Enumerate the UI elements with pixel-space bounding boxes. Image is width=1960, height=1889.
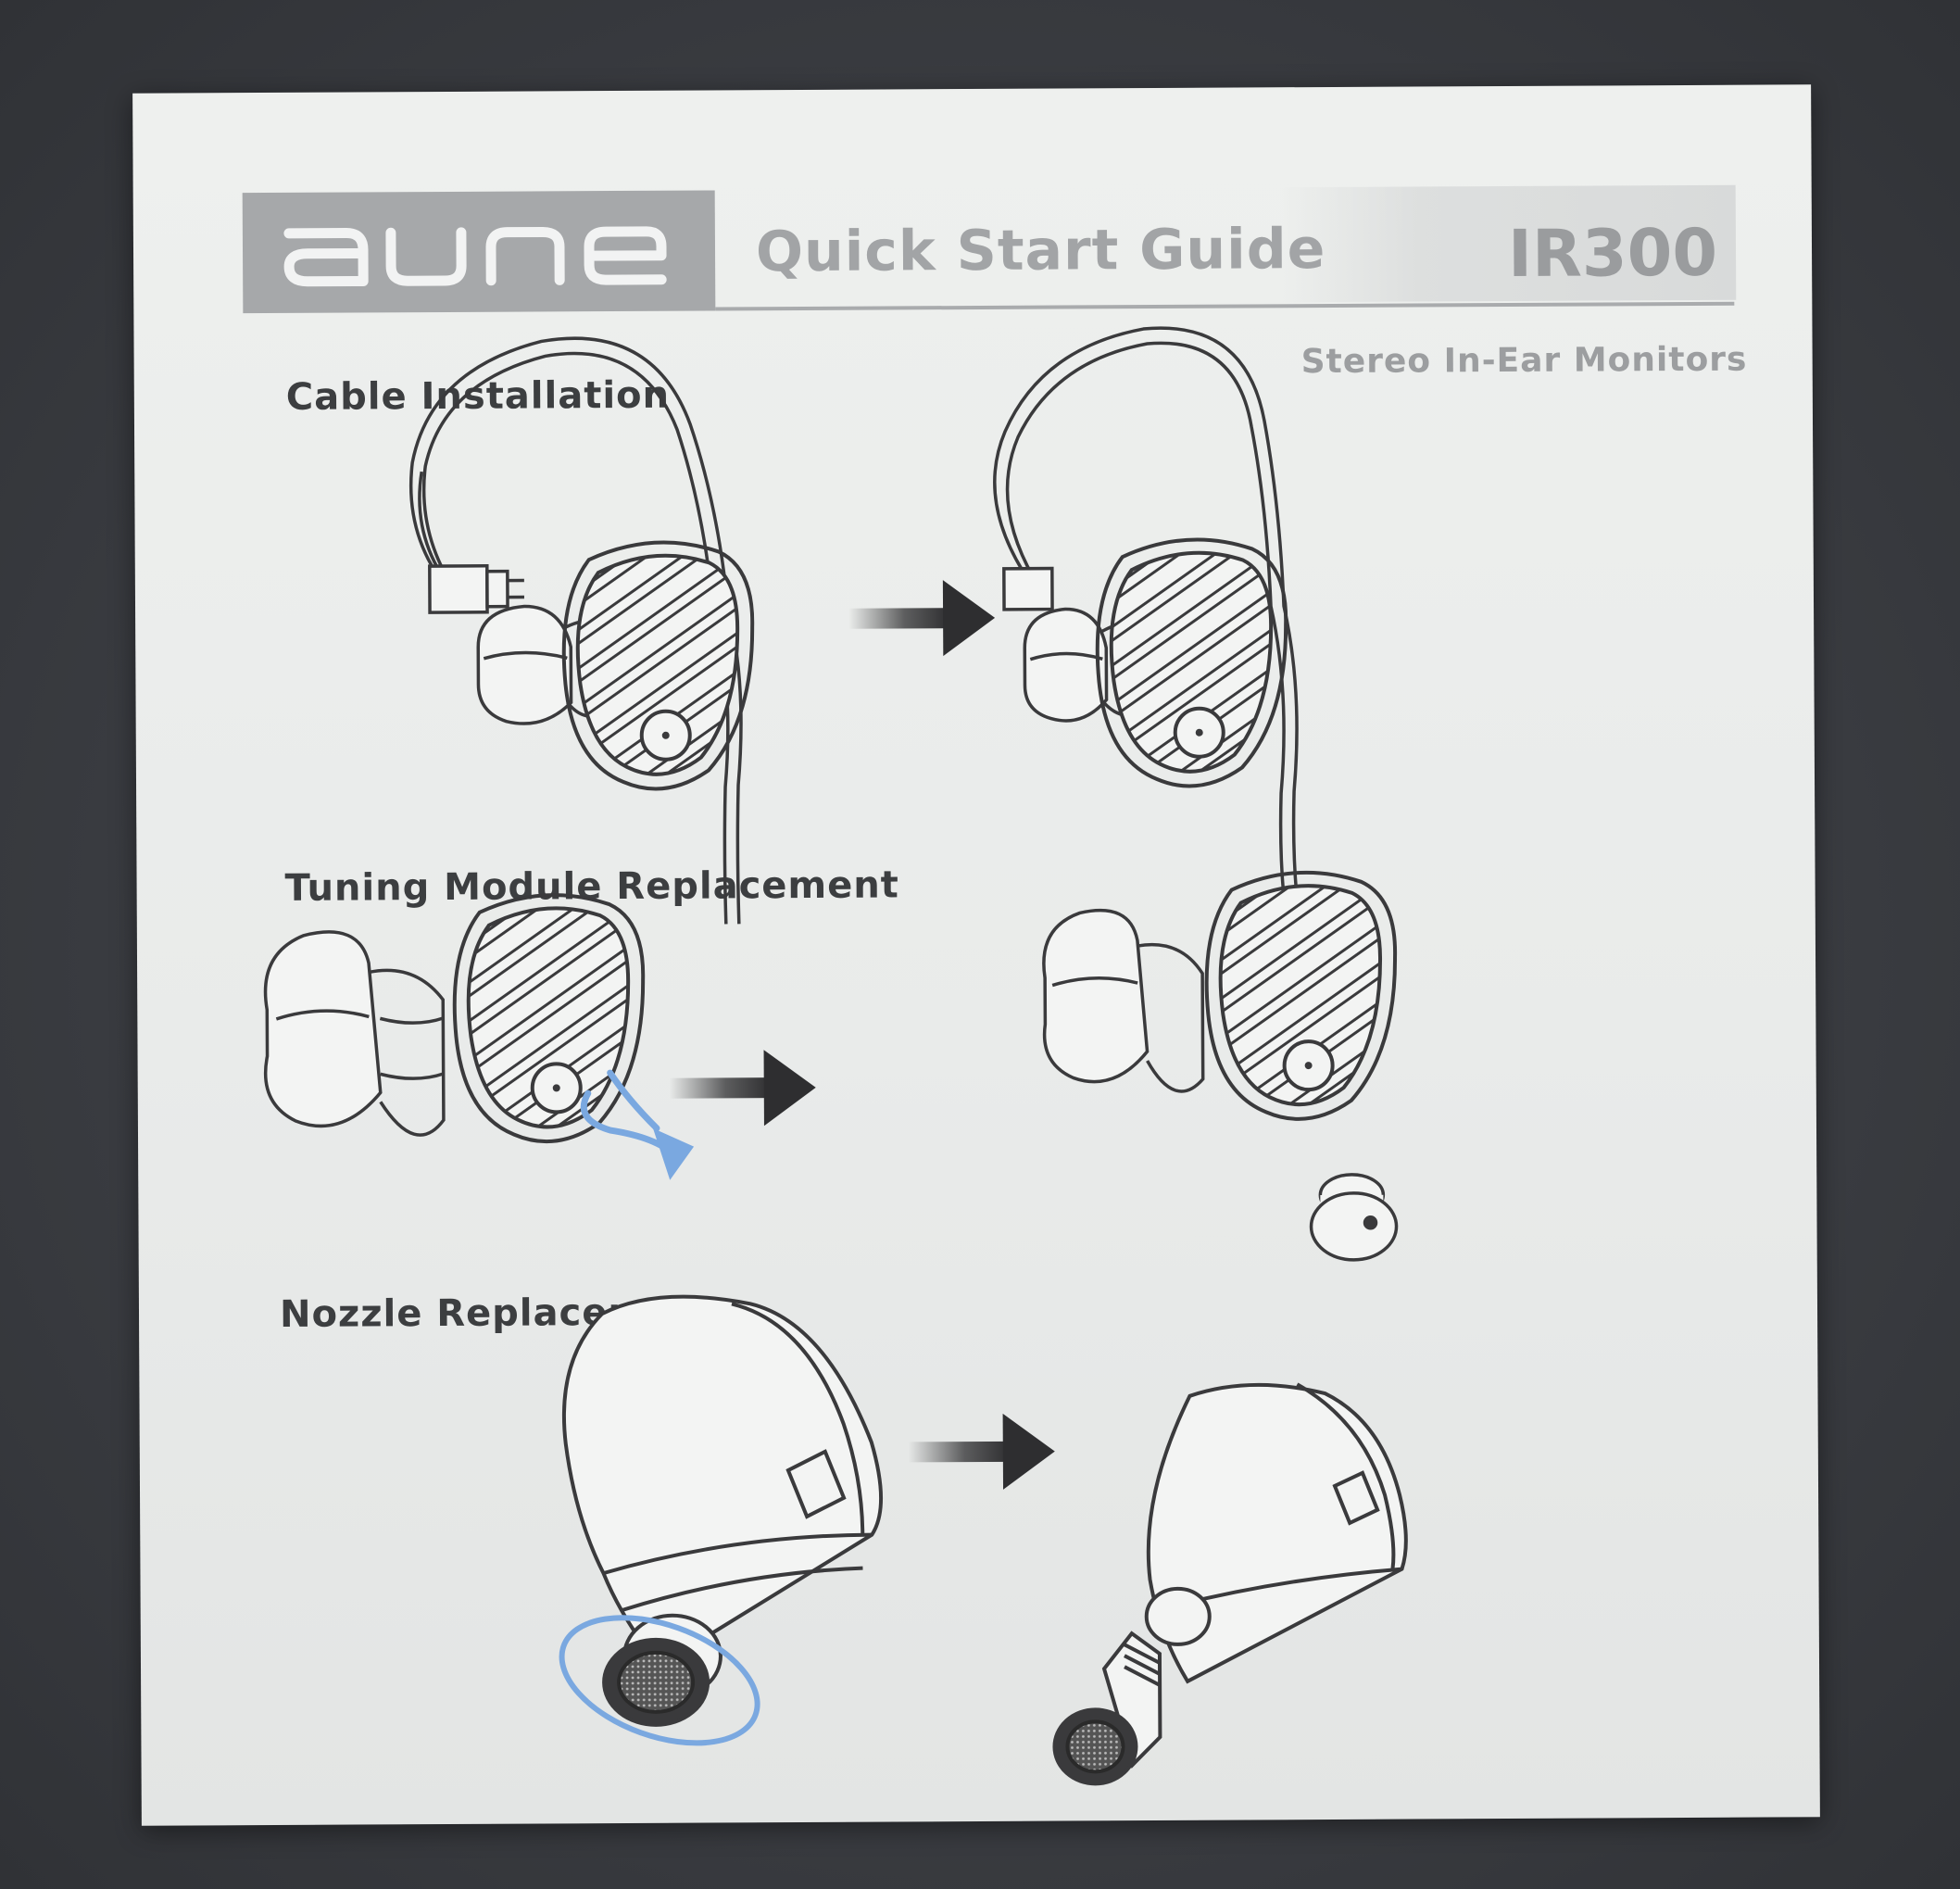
faceplate-icon: [1095, 536, 1289, 789]
direction-arrow-2: [669, 1050, 816, 1127]
cable-before-illustration: [408, 336, 743, 925]
removal-arrowhead-icon: [652, 1127, 695, 1180]
faceplate-icon: [452, 892, 647, 1144]
tuning-before-illustration: [263, 930, 446, 1137]
tuning-after-illustration: [1042, 908, 1205, 1093]
tuning-module-icon: [1309, 1173, 1399, 1262]
direction-arrow-1: [848, 580, 996, 657]
direction-arrow-3: [908, 1413, 1055, 1490]
nozzle-after-illustration: [1052, 1382, 1408, 1786]
rotate-arrow-icon: [559, 1615, 760, 1746]
illustrations: [263, 326, 1408, 1786]
faceplate-icon: [561, 539, 756, 792]
brand-logo: [242, 190, 716, 314]
aune-logo-icon: [283, 226, 667, 287]
nozzle-before-illustration: [561, 1294, 884, 1727]
quick-start-card: Quick Start Guide IR300 Stereo In-Ear Mo…: [132, 84, 1820, 1826]
faceplate-icon: [1204, 870, 1399, 1122]
